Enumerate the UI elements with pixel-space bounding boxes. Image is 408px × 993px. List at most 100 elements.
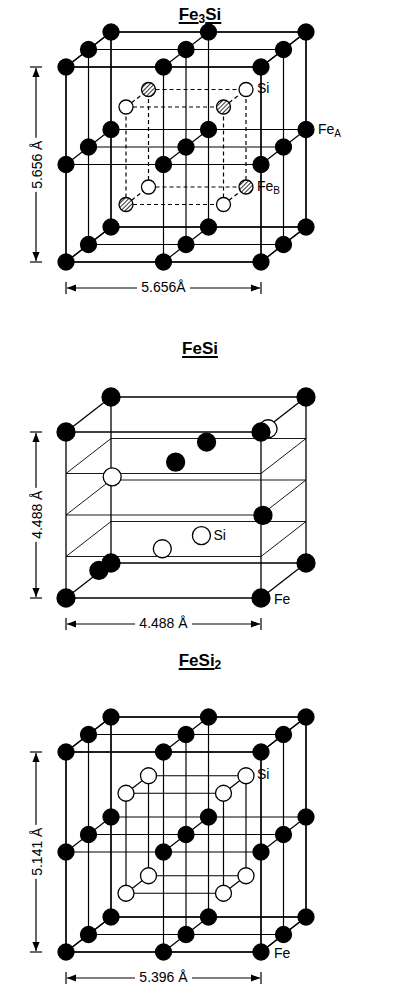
si-atom: [118, 885, 134, 901]
si-atom: [192, 527, 210, 545]
si-atom: [118, 785, 134, 801]
fe-atom: [298, 122, 314, 138]
fe-atom: [201, 909, 217, 925]
lattice-line: [111, 521, 306, 522]
fe-atom: [81, 827, 97, 843]
fe-atom: [58, 744, 74, 760]
fe-atom: [178, 139, 194, 155]
structure-title: FeSi2: [178, 652, 223, 671]
fe-atom: [167, 453, 185, 471]
fe-atom: [102, 388, 120, 406]
fe-atom: [103, 909, 119, 925]
fe-atom: [178, 237, 194, 253]
dimension-label: 5.656 Å: [30, 137, 45, 191]
dimension-tick: [30, 261, 42, 262]
fe-atom: [103, 122, 119, 138]
fe-atom: [253, 844, 269, 860]
fe-atom: [253, 944, 269, 960]
fe-atom: [276, 139, 292, 155]
lattice-line: [66, 522, 111, 557]
dimension-tick: [30, 751, 42, 752]
dimension-tick: [260, 282, 261, 294]
dimension-tick: [30, 66, 42, 67]
lattice-line: [223, 107, 224, 205]
si-atom: [153, 540, 171, 558]
fe-atom: [298, 709, 314, 725]
atom-label: FeB: [256, 179, 281, 194]
lattice-line: [66, 439, 111, 474]
fe-atom: [298, 24, 314, 40]
fe-atom: [58, 944, 74, 960]
si-atom: [141, 768, 157, 784]
fe-atom: [298, 809, 314, 825]
fe-atom: [201, 219, 217, 235]
lattice-line: [66, 515, 261, 516]
lattice-line: [149, 875, 247, 876]
atom-label: Si: [212, 528, 226, 543]
fe-atom: [156, 254, 172, 270]
fe-atom: [298, 219, 314, 235]
fe-atom: [57, 589, 75, 607]
feb-atom: [217, 100, 231, 114]
si-atom: [238, 868, 254, 884]
lattice-line: [245, 90, 246, 188]
fe-atom: [156, 944, 172, 960]
fe-atom: [201, 122, 217, 138]
fe-atom: [201, 709, 217, 725]
lattice-line: [66, 597, 261, 598]
lattice-line: [149, 89, 247, 90]
lattice-line: [149, 775, 247, 776]
fe-atom: [298, 909, 314, 925]
fe-atom: [103, 219, 119, 235]
lattice-line: [111, 562, 306, 563]
lattice-line: [261, 439, 306, 474]
si-atom: [216, 885, 232, 901]
structure-title: FeSi: [181, 340, 219, 359]
fe-atom: [178, 827, 194, 843]
fe-atom: [57, 423, 75, 441]
fe-atom: [201, 24, 217, 40]
fe-atom: [81, 727, 97, 743]
lattice-line: [125, 793, 126, 893]
fe-atom: [156, 844, 172, 860]
fe-atom: [156, 157, 172, 173]
dimension-tick: [30, 951, 42, 952]
lattice-line: [149, 186, 247, 187]
fe-atom: [81, 927, 97, 943]
dimension-tick: [30, 597, 42, 598]
dimension-tick: [65, 972, 66, 984]
fe-atom: [276, 827, 292, 843]
atom-label: Fe: [273, 592, 291, 607]
fe-atom: [297, 554, 315, 572]
fe-atom: [276, 237, 292, 253]
fe-atom: [254, 506, 272, 524]
fe-atom: [58, 59, 74, 75]
si-atom: [103, 468, 121, 486]
fe-atom: [253, 744, 269, 760]
fe-atom: [58, 844, 74, 860]
dimension-label: 5.656Å: [137, 280, 189, 295]
structure-title: Fe3Si: [178, 6, 223, 25]
lattice-line: [66, 431, 261, 432]
atom-label: Si: [256, 81, 270, 96]
fe-atom: [90, 561, 108, 579]
atom-label: Fe: [273, 946, 291, 961]
fe-atom: [252, 423, 270, 441]
fe-atom: [103, 24, 119, 40]
atom-label: Si: [256, 767, 270, 782]
lattice-line: [261, 522, 306, 557]
fe-atom: [178, 727, 194, 743]
dimension-label: 5.396 Å: [135, 970, 191, 985]
feb-atom: [142, 83, 156, 97]
lattice-line: [126, 893, 224, 894]
dimension-tick: [260, 618, 261, 630]
lattice-line: [126, 793, 224, 794]
dimension-tick: [260, 972, 261, 984]
si-atom: [141, 868, 157, 884]
dimension-tick: [65, 618, 66, 630]
lattice-line: [66, 473, 261, 474]
fe-atom: [81, 237, 97, 253]
fe-atom: [252, 589, 270, 607]
lattice-line: [125, 107, 126, 205]
lattice-line: [148, 90, 149, 188]
